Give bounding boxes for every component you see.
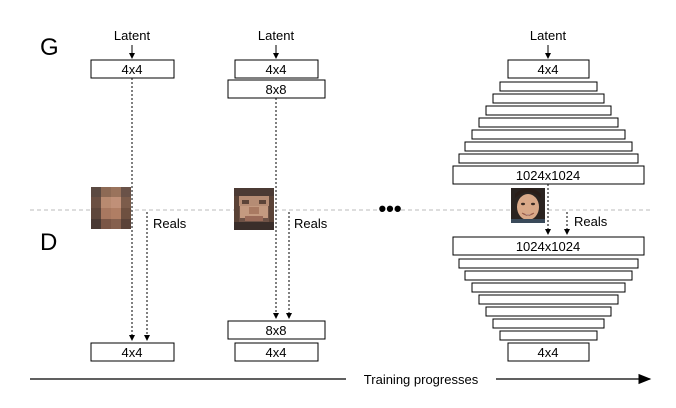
sharp-1024-face bbox=[511, 188, 545, 223]
disc-block bbox=[471, 282, 626, 293]
disc-block-label: 4x4 bbox=[266, 345, 287, 360]
latent-label: Latent bbox=[530, 28, 567, 43]
disc-block bbox=[499, 330, 598, 341]
disc-block bbox=[234, 342, 319, 362]
disc-block bbox=[478, 294, 619, 305]
disc-block bbox=[464, 270, 633, 281]
gen-block bbox=[234, 59, 319, 79]
disc-block bbox=[485, 306, 612, 317]
gen-block-label: 4x4 bbox=[266, 62, 287, 77]
disc-block-label: 4x4 bbox=[122, 345, 143, 360]
gen-block bbox=[458, 153, 639, 164]
blurry-4x4-face bbox=[91, 187, 131, 229]
gen-block bbox=[492, 93, 605, 104]
training-axis: Training progresses bbox=[30, 372, 652, 387]
gen-block-label: 4x4 bbox=[538, 62, 559, 77]
disc-block bbox=[452, 236, 645, 256]
blurry-8x8-face bbox=[234, 188, 274, 230]
latent-label: Latent bbox=[258, 28, 295, 43]
gen-block bbox=[478, 117, 619, 128]
disc-block bbox=[90, 342, 175, 362]
discriminator-label: D bbox=[40, 229, 57, 256]
stage-3: Latent 4x4 1024x1024 Reals 1024x1024 bbox=[452, 28, 645, 362]
disc-block bbox=[458, 258, 639, 269]
disc-block-label: 8x8 bbox=[266, 323, 287, 338]
gen-block-label: 4x4 bbox=[122, 62, 143, 77]
generator-label: G bbox=[40, 34, 59, 61]
gen-block bbox=[471, 129, 626, 140]
reals-label: Reals bbox=[153, 216, 187, 231]
reals-label: Reals bbox=[574, 214, 608, 229]
disc-block-label: 1024x1024 bbox=[516, 239, 580, 254]
reals-label: Reals bbox=[294, 216, 328, 231]
disc-block bbox=[492, 318, 605, 329]
axis-label: Training progresses bbox=[364, 372, 479, 387]
gen-block-label: 8x8 bbox=[266, 82, 287, 97]
disc-block bbox=[507, 342, 590, 362]
stage-2: Latent 4x4 8x8 Reals 8x8 4x4 bbox=[227, 28, 328, 362]
disc-block-label: 4x4 bbox=[538, 345, 559, 360]
gen-block bbox=[507, 59, 590, 79]
gen-block bbox=[464, 141, 633, 152]
gen-block bbox=[499, 81, 598, 92]
gen-block bbox=[485, 105, 612, 116]
disc-block bbox=[227, 320, 326, 340]
stage-1: Latent 4x4 Reals bbox=[90, 28, 187, 362]
gen-block-label: 1024x1024 bbox=[516, 168, 580, 183]
ellipsis: ••• bbox=[378, 196, 401, 221]
latent-label: Latent bbox=[114, 28, 151, 43]
